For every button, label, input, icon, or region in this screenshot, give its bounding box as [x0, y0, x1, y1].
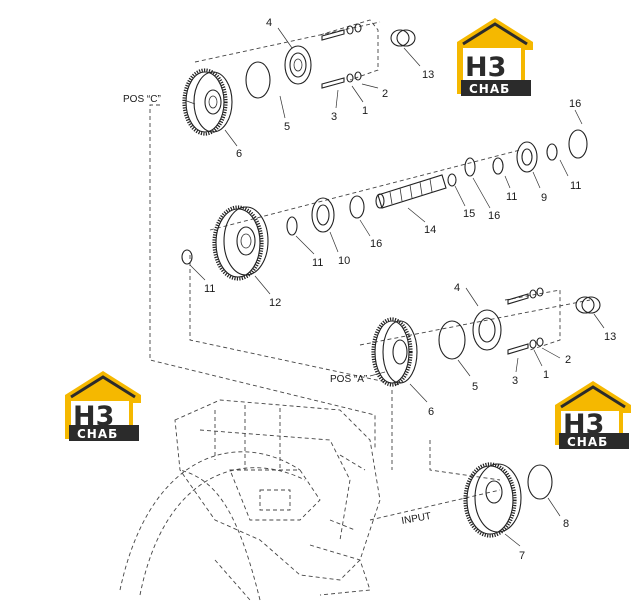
snap-ring-5-pos-a — [438, 320, 466, 360]
callout-16-right: 16 — [488, 210, 500, 222]
callout-12: 12 — [269, 297, 281, 309]
bolt-3 — [321, 29, 345, 89]
callout-6: 6 — [236, 148, 242, 160]
callout-3: 3 — [331, 111, 337, 123]
pos-a-label: POS “A” — [330, 374, 367, 385]
bolt-3-pos-a — [507, 293, 529, 355]
callout-16-mid: 16 — [370, 238, 382, 250]
callout-4-pos-a: 4 — [454, 282, 460, 294]
callout-6-pos-a: 6 — [428, 406, 434, 418]
assembly-guide-lines — [149, 19, 591, 521]
snap-ring-5 — [245, 61, 271, 99]
callout-1-pos-a: 1 — [543, 369, 549, 381]
callout-2-pos-a: 2 — [565, 354, 571, 366]
callout-1: 1 — [362, 105, 368, 117]
callout-14: 14 — [424, 224, 436, 236]
callout-9: 9 — [541, 192, 547, 204]
washer-1-2-pos-a — [529, 287, 544, 349]
gear-6-pos-a — [371, 317, 418, 387]
callout-11-left: 11 — [204, 283, 215, 295]
callout-4: 4 — [266, 17, 272, 29]
callout-11-right: 11 — [506, 191, 517, 203]
callout-numbers: 4 13 5 6 3 1 2 16 11 9 11 16 15 14 16 10… — [204, 17, 616, 562]
cap-13-pos-a — [575, 296, 601, 314]
bearing-9 — [516, 141, 538, 173]
bearing-4-pos-a — [472, 309, 502, 351]
ring-16-right — [464, 157, 476, 177]
callout-3-pos-a: 3 — [512, 375, 518, 387]
snap-ring-11-right — [492, 157, 504, 175]
shaft-14 — [375, 174, 447, 209]
transmission-housing — [119, 399, 381, 601]
bearing-4 — [284, 45, 312, 85]
watermark-logo-bottom-right: H3 CHAБ — [555, 381, 631, 449]
gear-6-pos-c — [182, 68, 233, 136]
snap-ring-11-far — [546, 143, 558, 161]
callout-15: 15 — [463, 208, 475, 220]
ring-15 — [447, 173, 457, 187]
callout-11-far: 11 — [570, 180, 581, 192]
leader-lines — [183, 27, 605, 547]
cap-13-pos-c — [390, 29, 416, 47]
logo-word: CHAБ — [567, 435, 608, 449]
bearing-10 — [311, 197, 335, 233]
callout-2: 2 — [382, 88, 388, 100]
callout-11-mid: 11 — [312, 257, 323, 269]
washer-1-2 — [346, 23, 362, 83]
watermark-logo-left: H3 CHAБ — [65, 371, 141, 441]
callout-7: 7 — [519, 550, 525, 562]
input-label: INPUT — [401, 511, 432, 527]
callout-10: 10 — [338, 255, 350, 267]
callout-5-pos-a: 5 — [472, 381, 478, 393]
callout-16-top: 16 — [569, 98, 581, 110]
callout-13: 13 — [422, 69, 434, 81]
gear-7-input — [463, 462, 522, 538]
ring-16-far — [568, 129, 588, 159]
callout-5: 5 — [284, 121, 290, 133]
ring-16-mid — [349, 195, 365, 219]
callout-13-pos-a: 13 — [604, 331, 616, 343]
snap-ring-11-mid — [286, 216, 298, 236]
gear-12 — [212, 205, 269, 281]
snap-ring-8 — [527, 464, 553, 500]
snap-ring-11-left — [181, 249, 193, 265]
logo-word: CHAБ — [77, 427, 118, 441]
logo-mark: H3 — [465, 52, 506, 83]
pos-c-label: POS “C” — [123, 94, 161, 105]
watermark-logo-top-right: H3 CHAБ — [457, 18, 533, 96]
callout-8: 8 — [563, 518, 569, 530]
logo-word: CHAБ — [469, 82, 510, 96]
